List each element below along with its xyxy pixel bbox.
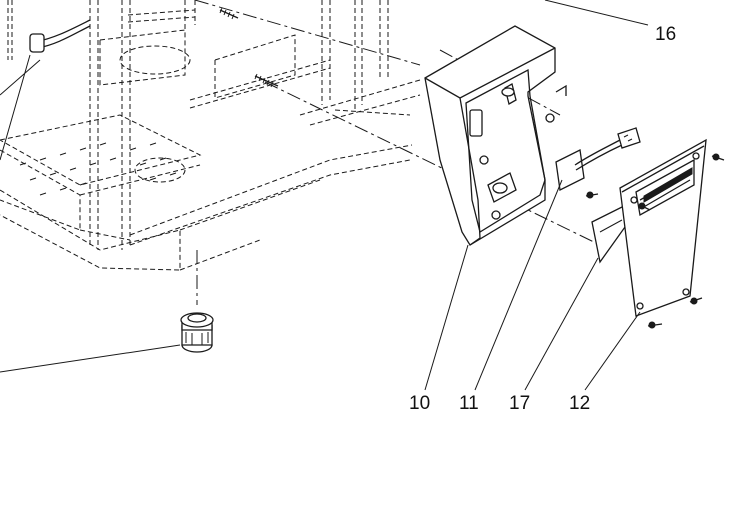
callout-16: 16 (655, 24, 676, 45)
callout-12: 12 (569, 393, 590, 414)
leader-lines (0, 0, 649, 391)
cover-housing-part-10 (424, 25, 567, 246)
callout-17: 17 (509, 393, 530, 414)
switch-part-11 (555, 127, 641, 191)
perforated-floor (19, 45, 191, 196)
front-plate-part-12 (619, 138, 707, 317)
callout-10: 10 (409, 393, 430, 414)
screws (585, 153, 725, 329)
machine-frame (0, 0, 421, 271)
threaded-rod-upper (219, 7, 239, 20)
cable-gland (180, 312, 214, 353)
callout-11: 11 (459, 393, 479, 414)
threaded-rod-lower (254, 73, 279, 88)
